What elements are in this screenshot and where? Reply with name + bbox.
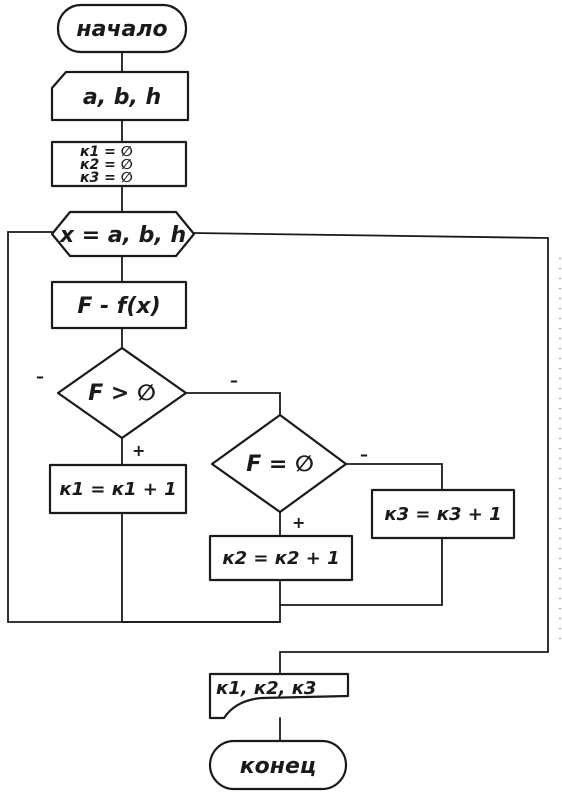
start-node: начало [56,3,188,54]
decision-1-yes-label: + [132,441,145,460]
decision-2-no-label: – [360,445,368,464]
decision-1-label: F > ∅ [88,381,156,406]
compute-label: F - f(x) [77,294,160,319]
decision-2-yes-label: + [292,513,305,532]
connector-cond1-cond2 [185,392,281,416]
loop-hexagon-shape [50,210,196,258]
increment-3-node: к3 = к3 + 1 [370,488,516,540]
decision-1-node: F > ∅ + – – [36,346,238,460]
increment-2-node: к2 = к2 + 1 [208,534,354,582]
decision-1-no-label-left: – [36,367,44,386]
increment-1-node: к1 = к1 + 1 [48,463,188,515]
connectors [7,51,561,742]
end-label: конец [240,754,316,779]
init-node: к1 = ∅ к2 = ∅ к3 = ∅ [50,140,188,188]
increment-3-label: к3 = к3 + 1 [384,504,501,525]
connector-inc3-merge [279,537,443,606]
init-process-shape [50,140,188,188]
decision-2-label: F = ∅ [246,452,314,477]
decision-2-node: F = ∅ + – [210,413,368,532]
output-label: к1, к2, к3 [216,678,316,699]
output-document-shape [208,672,350,720]
loop-node: x = a, b, h [50,210,196,258]
init-line-1: к1 = ∅ [80,144,133,160]
increment-2-label: к2 = к2 + 1 [222,548,339,569]
init-line-2: к2 = ∅ [80,157,133,173]
decision-1-diamond [56,346,188,440]
loop-label: x = a, b, h [59,223,186,248]
input-shape [50,70,190,122]
output-node: к1, к2, к3 [208,672,350,720]
input-node: a, b, h [50,70,190,122]
end-node: конец [208,739,348,791]
decision-2-diamond [210,413,348,514]
end-terminator-shape [208,739,348,791]
connector-cond2-inc3 [345,463,443,491]
compute-process-shape [50,280,188,330]
decision-1-no-label-right: – [230,371,238,390]
start-label: начало [76,17,167,42]
loop-exit-line [193,232,549,675]
start-terminator-shape [56,3,188,54]
loop-back-line [7,231,281,623]
compute-node: F - f(x) [50,280,188,330]
increment-1-shape [48,463,188,515]
increment-3-shape [370,488,516,540]
input-label: a, b, h [83,85,161,110]
init-line-3: к3 = ∅ [80,170,133,186]
increment-2-shape [208,534,354,582]
increment-1-label: к1 = к1 + 1 [59,479,176,500]
